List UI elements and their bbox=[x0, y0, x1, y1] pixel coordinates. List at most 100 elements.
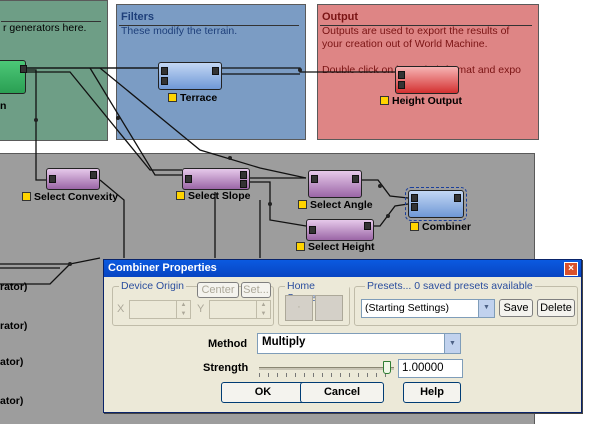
select-convexity-node[interactable] bbox=[46, 168, 100, 190]
dialog-title-bar[interactable]: Combiner Properties × bbox=[104, 260, 581, 277]
input-port[interactable] bbox=[411, 194, 418, 202]
input-port[interactable] bbox=[49, 175, 56, 183]
strength-field[interactable]: 1.00000 bbox=[398, 359, 463, 378]
select-height-node[interactable] bbox=[306, 219, 374, 241]
node-status-icon bbox=[380, 96, 389, 105]
output-port[interactable] bbox=[90, 171, 97, 179]
select-convexity-label: Select Convexity bbox=[22, 191, 118, 203]
strength-slider[interactable] bbox=[259, 360, 394, 378]
preset-select-value: (Starting Settings) bbox=[365, 302, 450, 314]
output-group-title: Output bbox=[322, 11, 359, 23]
select-angle-node[interactable] bbox=[308, 170, 362, 198]
generator-label: ator) bbox=[0, 356, 24, 368]
input-port[interactable] bbox=[311, 175, 318, 183]
select-slope-label-text: Select Slope bbox=[188, 190, 251, 202]
spin-up-icon: ▲ bbox=[180, 302, 187, 308]
x-spinner[interactable]: ▲▼ bbox=[176, 301, 190, 318]
output-port[interactable] bbox=[20, 65, 27, 73]
node-status-icon bbox=[298, 200, 307, 209]
output-port[interactable] bbox=[240, 171, 247, 179]
slider-track bbox=[259, 367, 394, 370]
chevron-down-icon[interactable]: ▼ bbox=[478, 300, 494, 317]
filters-group-title: Filters bbox=[121, 11, 155, 23]
slider-ticks bbox=[259, 373, 394, 377]
group-title-line bbox=[320, 25, 532, 26]
chevron-down-icon[interactable]: ▼ bbox=[444, 334, 460, 353]
height-output-node[interactable] bbox=[395, 66, 459, 94]
select-slope-label: Select Slope bbox=[176, 190, 250, 202]
y-spinner[interactable]: ▲▼ bbox=[256, 301, 270, 318]
output-port[interactable] bbox=[454, 194, 461, 202]
combiner-label: Combiner bbox=[410, 221, 471, 233]
home-space-fieldset: Home Space · bbox=[278, 280, 350, 326]
combiner-properties-dialog: Combiner Properties × Device Origin Cent… bbox=[103, 259, 582, 413]
generator-label: rator) bbox=[0, 281, 28, 293]
strength-label: Strength bbox=[203, 362, 249, 374]
input-port[interactable] bbox=[161, 67, 168, 75]
node-status-icon bbox=[410, 222, 419, 231]
select-angle-label: Select Angle bbox=[298, 199, 373, 211]
cancel-button[interactable]: Cancel bbox=[300, 382, 384, 403]
spin-down-icon: ▼ bbox=[180, 310, 187, 317]
spin-down-icon: ▼ bbox=[260, 310, 267, 317]
generator-label: ator) bbox=[0, 395, 24, 407]
home-space-button-right[interactable] bbox=[315, 295, 343, 321]
ok-button[interactable]: OK bbox=[221, 382, 305, 403]
preset-select[interactable]: (Starting Settings) ▼ bbox=[361, 299, 495, 318]
close-icon[interactable]: × bbox=[564, 262, 578, 276]
home-space-button-left[interactable]: · bbox=[285, 295, 313, 321]
device-origin-legend: Device Origin bbox=[119, 280, 187, 292]
method-label: Method bbox=[208, 338, 248, 350]
select-slope-node[interactable] bbox=[182, 168, 250, 190]
output-port[interactable] bbox=[352, 175, 359, 183]
height-output-label-text: Height Output bbox=[392, 95, 462, 107]
save-preset-button[interactable]: Save bbox=[499, 299, 533, 317]
combiner-node[interactable] bbox=[405, 187, 467, 221]
terrace-label-text: Terrace bbox=[180, 92, 218, 104]
y-field[interactable]: ▲▼ bbox=[209, 300, 271, 319]
slider-thumb[interactable] bbox=[383, 361, 391, 374]
device-origin-fieldset: Device Origin Center Set... X ▲▼ Y ▲▼ bbox=[112, 280, 274, 326]
x-field[interactable]: ▲▼ bbox=[129, 300, 191, 319]
select-convexity-label-text: Select Convexity bbox=[34, 191, 119, 203]
output-port[interactable] bbox=[212, 67, 219, 75]
input-port[interactable] bbox=[398, 71, 405, 79]
terrace-node[interactable] bbox=[158, 62, 222, 90]
x-label: X bbox=[117, 303, 125, 315]
terrace-label: Terrace bbox=[168, 92, 217, 104]
generator-label: rator) bbox=[0, 320, 28, 332]
output-port[interactable] bbox=[364, 222, 371, 230]
input-port[interactable] bbox=[411, 203, 418, 211]
group-title-line bbox=[1, 21, 101, 22]
input-port[interactable] bbox=[161, 77, 168, 85]
select-height-label: Select Height bbox=[296, 241, 375, 253]
generators-group-desc: r generators here. bbox=[3, 22, 87, 34]
node-status-icon bbox=[296, 242, 305, 251]
input-port[interactable] bbox=[185, 175, 192, 183]
center-button[interactable]: Center bbox=[197, 282, 239, 298]
help-button[interactable]: Help bbox=[403, 382, 461, 403]
generator-node-label: n bbox=[0, 100, 7, 112]
input-port[interactable] bbox=[398, 81, 405, 89]
group-title-line bbox=[119, 25, 299, 26]
dialog-title: Combiner Properties bbox=[108, 262, 217, 274]
input-port[interactable] bbox=[309, 226, 316, 234]
set-button[interactable]: Set... bbox=[241, 282, 271, 298]
height-output-label: Height Output bbox=[380, 95, 462, 107]
method-select[interactable]: Multiply ▼ bbox=[257, 333, 461, 354]
y-label: Y bbox=[197, 303, 205, 315]
combiner-label-text: Combiner bbox=[422, 221, 472, 233]
delete-preset-button[interactable]: Delete bbox=[537, 299, 575, 317]
output-port[interactable] bbox=[240, 180, 247, 188]
presets-fieldset: Presets... 0 saved presets available (St… bbox=[354, 280, 578, 326]
spin-up-icon: ▲ bbox=[260, 302, 267, 308]
node-status-icon bbox=[168, 93, 177, 102]
generator-node[interactable] bbox=[0, 60, 27, 94]
output-desc-text: Outputs are used to export the results o… bbox=[322, 25, 510, 50]
select-angle-label-text: Select Angle bbox=[310, 199, 373, 211]
node-status-icon bbox=[176, 191, 185, 200]
select-height-label-text: Select Height bbox=[308, 241, 375, 253]
presets-legend: Presets... 0 saved presets available bbox=[365, 280, 535, 292]
filters-group-desc: These modify the terrain. bbox=[121, 25, 238, 37]
method-select-value: Multiply bbox=[262, 336, 306, 348]
